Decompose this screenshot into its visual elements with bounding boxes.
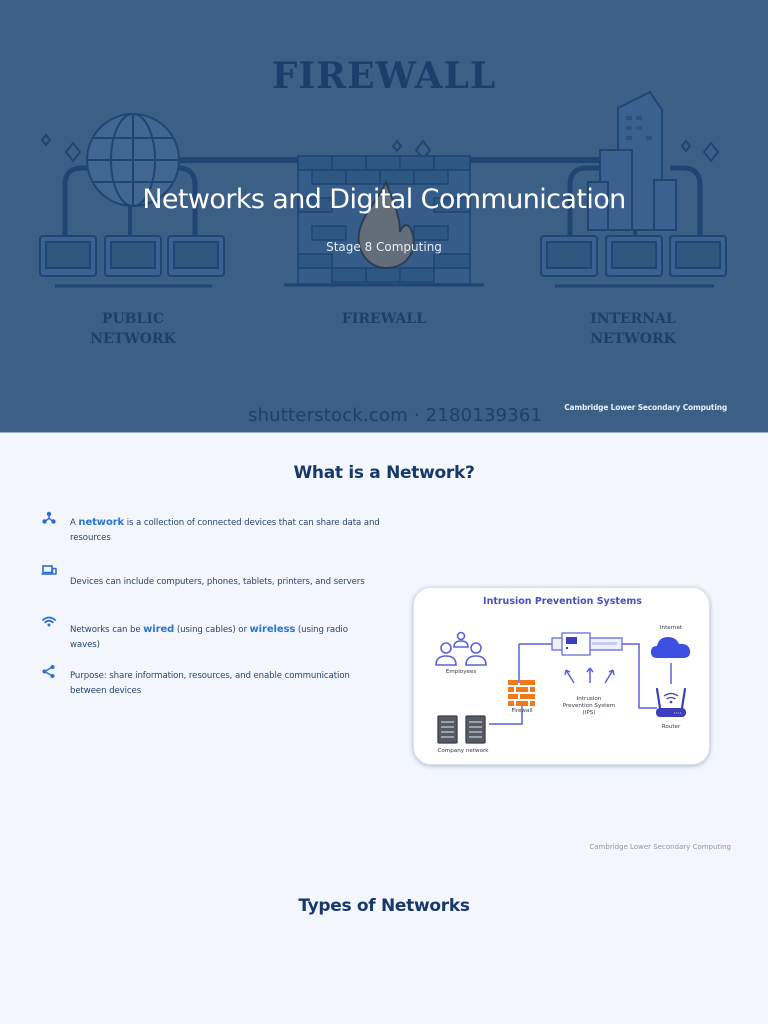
- svg-text:NETWORK: NETWORK: [590, 331, 676, 347]
- svg-text:NETWORK: NETWORK: [90, 331, 176, 347]
- diagram-title: Intrusion Prevention Systems: [483, 596, 642, 607]
- firewall-icon: [508, 680, 535, 706]
- ips-device-icon: [551, 632, 623, 656]
- svg-text:PUBLIC: PUBLIC: [102, 311, 164, 327]
- employees-icon: [435, 631, 487, 666]
- presentation-subtitle: Stage 8 Computing: [326, 240, 442, 254]
- brick-wall-icon: [284, 155, 484, 287]
- ips-diagram-art: [435, 631, 691, 744]
- share-icon: [40, 663, 58, 681]
- svg-text:INTERNAL: INTERNAL: [590, 311, 676, 327]
- highlight-term: network: [78, 517, 125, 528]
- title-slide: FIREWALL PUBLIC NETWORK FIREWALL INTERNA…: [0, 0, 768, 432]
- network-nodes-icon: [40, 510, 58, 528]
- presentation-title: Networks and Digital Communication: [142, 184, 626, 215]
- internet-label: Internet: [659, 625, 683, 631]
- image-watermark: shutterstock.com · 2180139361: [248, 405, 543, 426]
- ips-diagram: Intrusion Prevention Systems: [413, 587, 710, 765]
- router-label: Router: [661, 724, 681, 730]
- firewall-illustration: FIREWALL PUBLIC NETWORK FIREWALL INTERNA…: [39, 55, 727, 347]
- slide-title: What is a Network?: [293, 463, 475, 483]
- svg-text:FIREWALL: FIREWALL: [342, 311, 426, 327]
- employees-label: Employees: [445, 669, 477, 675]
- devices-icon: [40, 562, 58, 580]
- slide-divider: [0, 432, 768, 433]
- company-network-label: Company network: [437, 748, 489, 754]
- cloud-icon: [651, 637, 691, 658]
- slide-title: Types of Networks: [298, 896, 470, 916]
- highlight-term: wireless: [249, 624, 296, 635]
- slide-footer: Cambridge Lower Secondary Computing: [564, 403, 727, 412]
- image-heading: FIREWALL: [272, 55, 496, 97]
- highlight-term: wired: [143, 624, 175, 635]
- server-icon: [437, 715, 486, 744]
- ips-label: Intrusion Prevention System (IPS): [562, 696, 616, 716]
- building-icon: [587, 90, 677, 231]
- firewall-label: Firewall: [511, 708, 533, 714]
- slide-footer: Cambridge Lower Secondary Computing: [589, 843, 731, 851]
- wifi-icon: [40, 613, 58, 631]
- globe-icon: [86, 113, 180, 207]
- flame-icon: [357, 179, 415, 270]
- monitor-icons: [39, 235, 727, 288]
- router-icon: [655, 687, 687, 717]
